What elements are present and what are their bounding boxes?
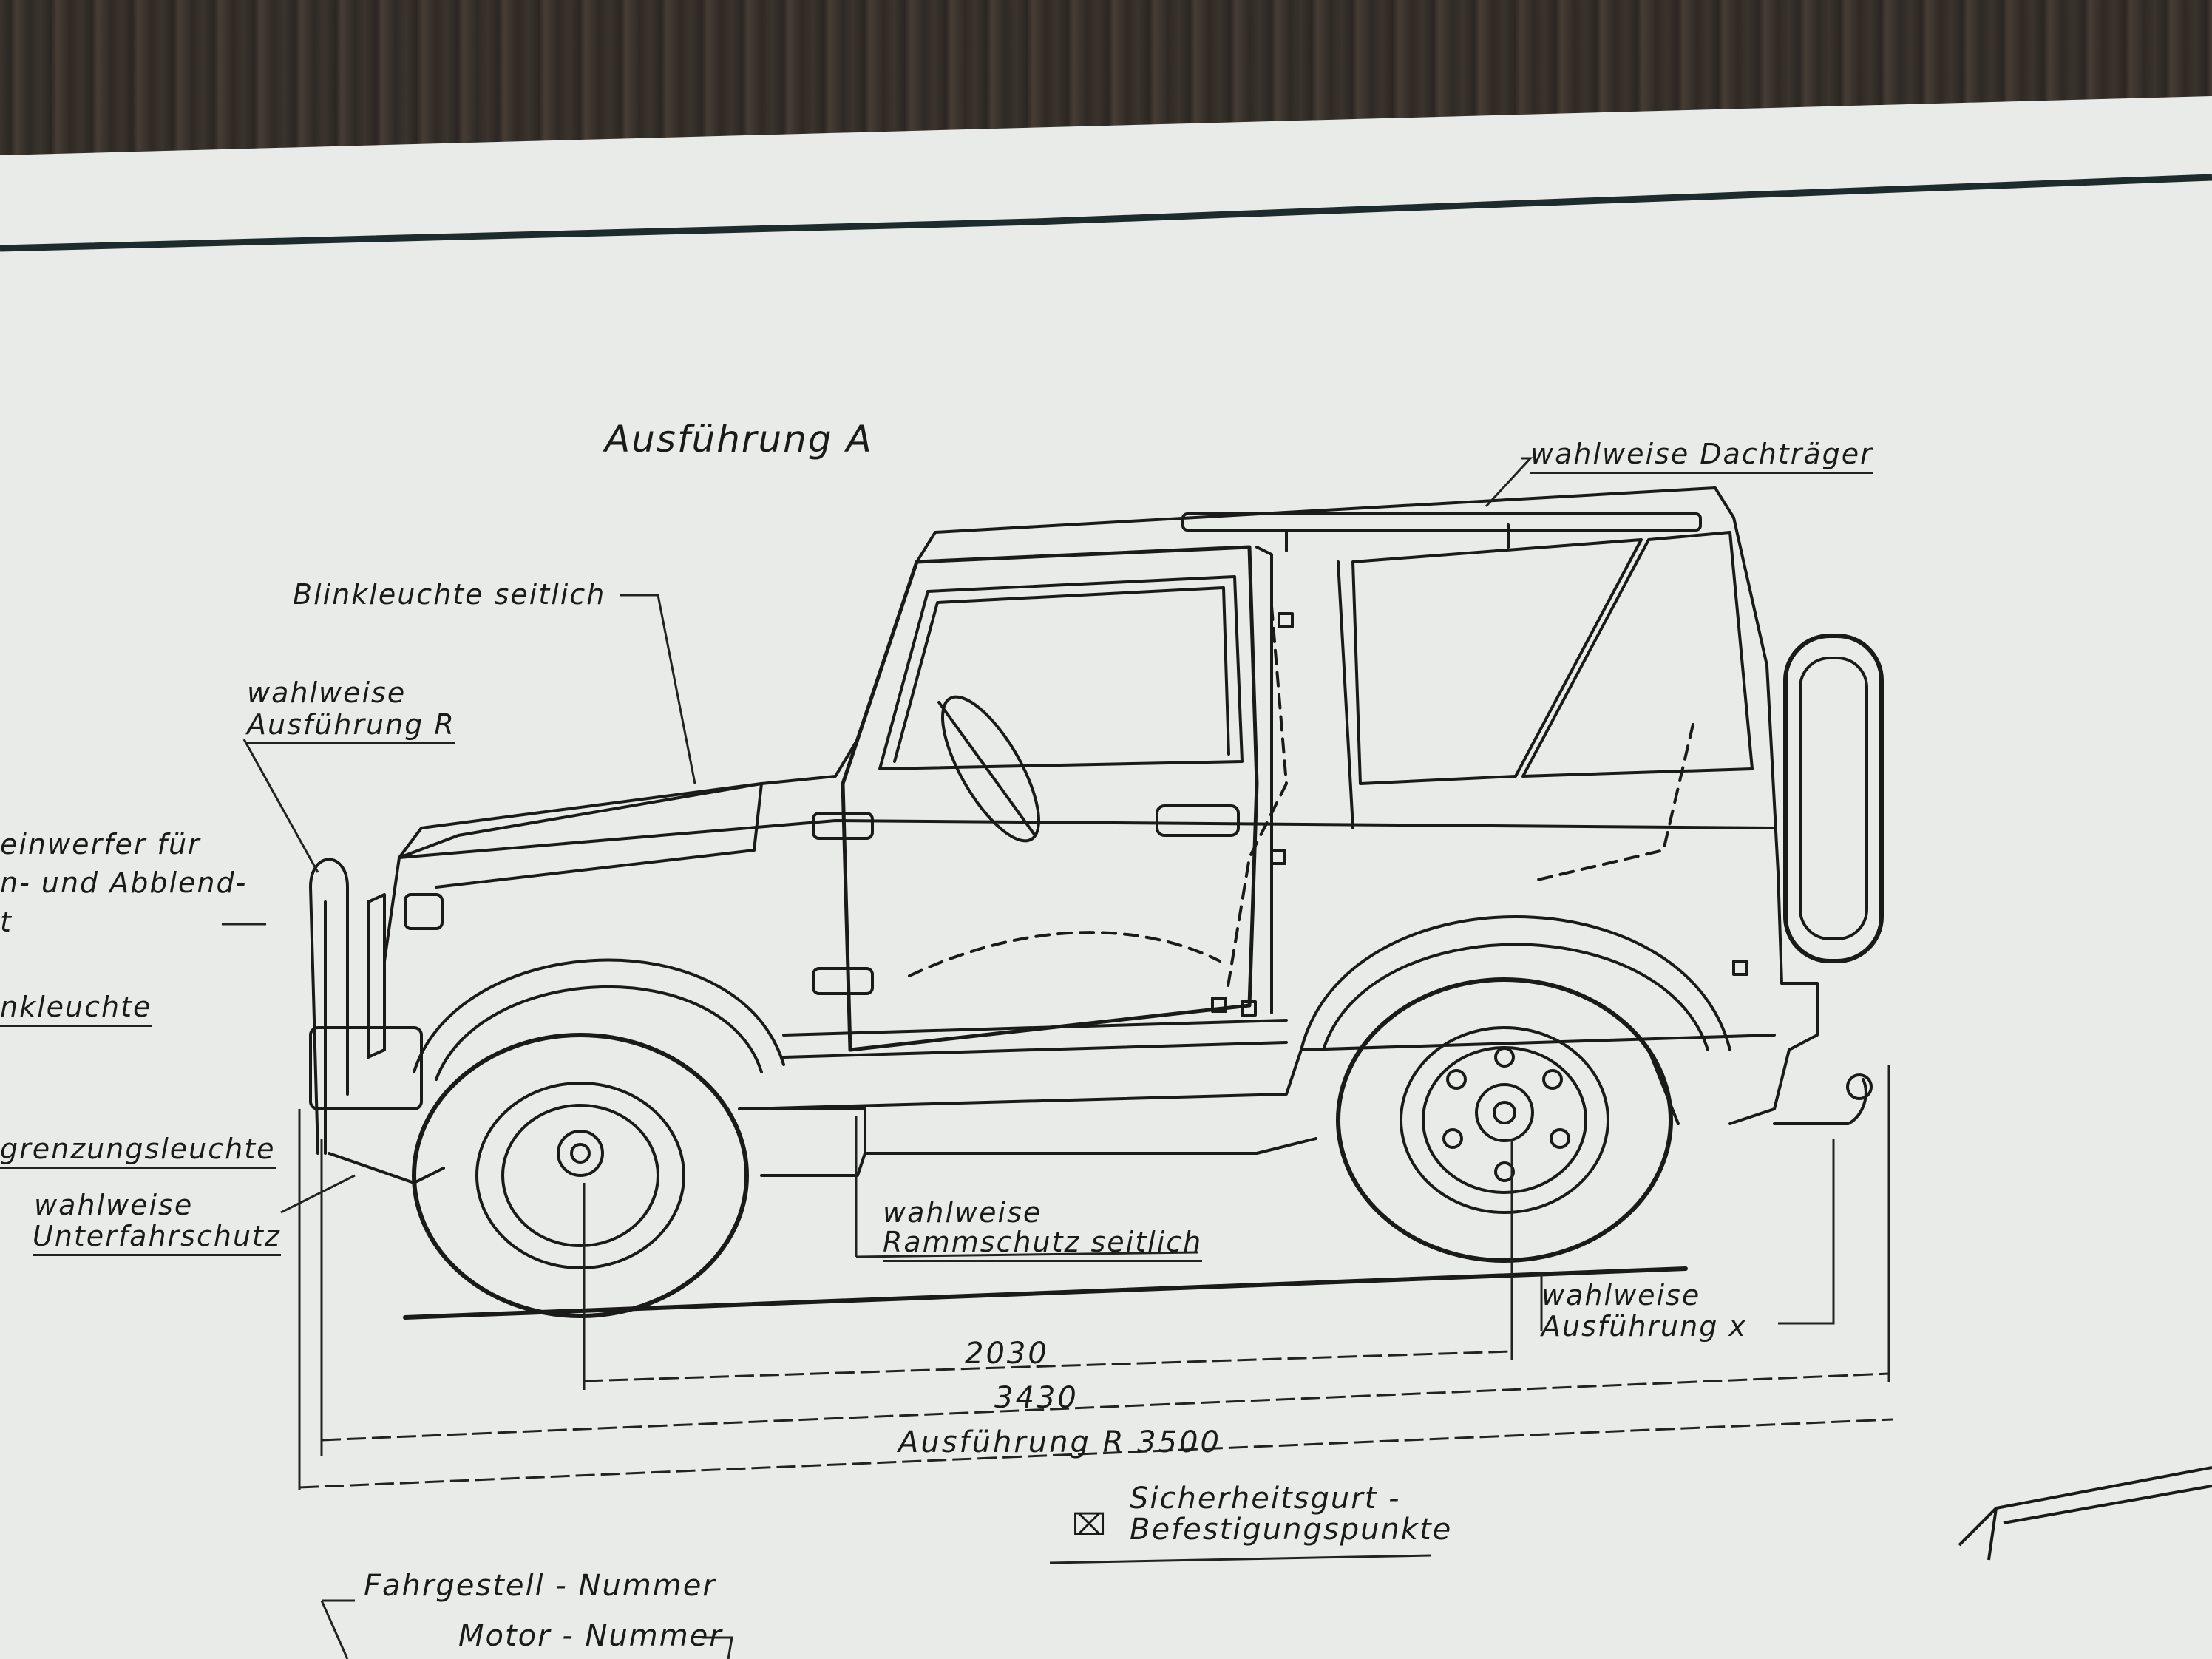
label-option-x-2: Ausführung x bbox=[1541, 1310, 1747, 1343]
page-title: Ausführung A bbox=[605, 418, 873, 461]
partial-drawing-right bbox=[1958, 1466, 2212, 1561]
annotation-lines bbox=[222, 457, 1893, 1659]
label-side-indicator: Blinkleuchte seitlich bbox=[293, 578, 606, 611]
label-indicator: nkleuchte bbox=[0, 991, 152, 1027]
border-line bbox=[0, 174, 2212, 252]
label-underride-1: wahlweise bbox=[34, 1189, 194, 1221]
label-option-r-2: Ausführung R bbox=[247, 708, 455, 744]
label-marker-light: grenzungsleuchte bbox=[0, 1133, 276, 1169]
label-chassis-number: Fahrgestell - Nummer bbox=[364, 1569, 716, 1603]
label-roof-rack: wahlweise Dachträger bbox=[1530, 438, 1873, 474]
label-side-guard-1: wahlweise bbox=[883, 1196, 1042, 1229]
label-side-guard-2: Rammschutz seitlich bbox=[883, 1226, 1203, 1262]
dimension-length: 3430 bbox=[994, 1381, 1079, 1415]
label-option-x-1: wahlweise bbox=[1541, 1279, 1701, 1312]
label-headlamp-2: n- und Abblend- bbox=[0, 866, 248, 899]
label-headlamp-3: t bbox=[0, 906, 13, 938]
label-seatbelt-1: Sicherheitsgurt - bbox=[1130, 1482, 1401, 1516]
dimension-length-r: Ausführung R 3500 bbox=[898, 1425, 1221, 1459]
ground-line bbox=[403, 1266, 1688, 1320]
label-option-r-1: wahlweise bbox=[247, 676, 407, 709]
seatbelt-legend-icon: ⌧ bbox=[1072, 1508, 1108, 1542]
label-underride-2: Unterfahrschutz bbox=[33, 1220, 281, 1256]
label-headlamp-1: einwerfer für bbox=[0, 828, 201, 861]
vehicle-drawing bbox=[309, 486, 1884, 1320]
dimension-wheelbase: 2030 bbox=[965, 1337, 1049, 1371]
label-engine-number: Motor - Nummer bbox=[458, 1619, 723, 1653]
label-seatbelt-2: Befestigungspunkte bbox=[1130, 1513, 1453, 1547]
